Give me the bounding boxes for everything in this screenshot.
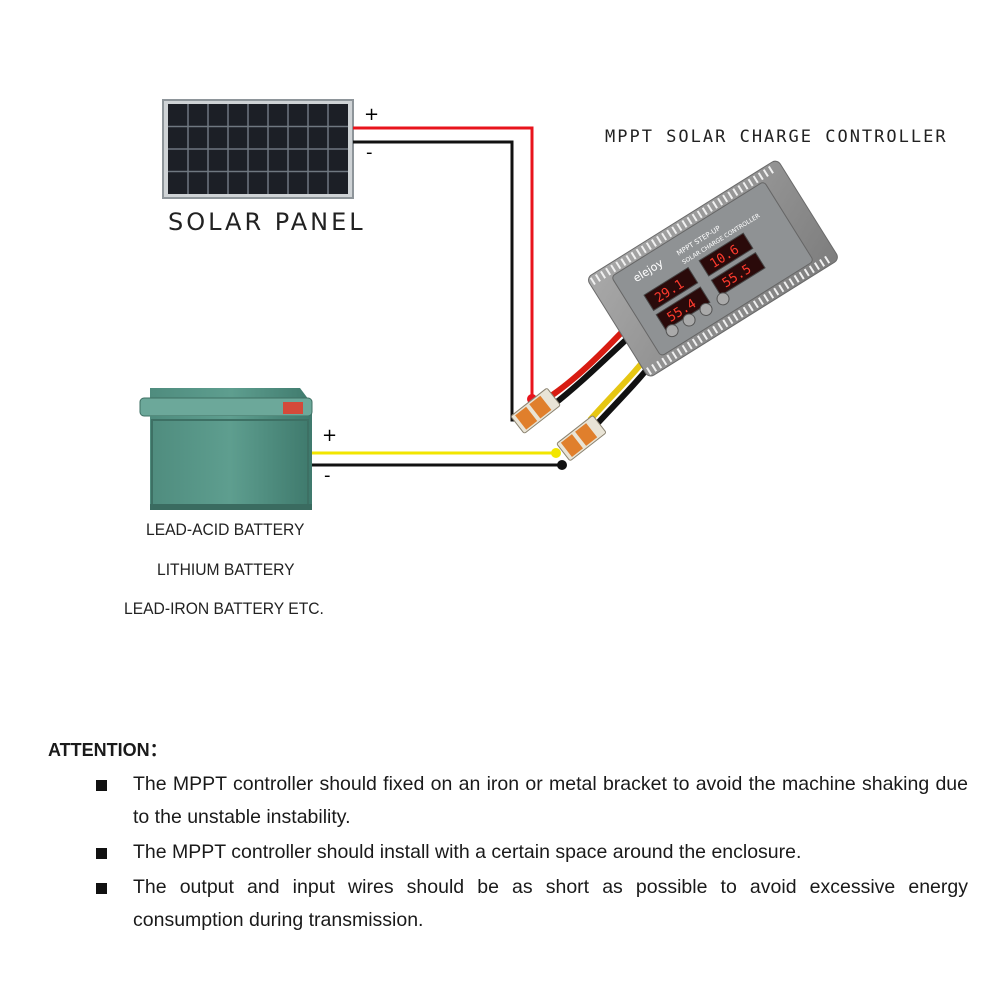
attention-item: The MPPT controller should fixed on an i… [48,768,968,834]
solar-panel [162,99,354,199]
led-display [643,266,699,312]
panel-positive-wire [353,126,534,398]
attention-title: ATTENTION： [48,740,168,760]
square-bullet-icon [96,848,107,859]
battery [139,388,313,510]
panel-negative-wire [353,140,536,422]
attention-section: ATTENTION： The MPPT controller should fi… [48,736,968,939]
battery-type-lead-acid: LEAD-ACID BATTERY [146,520,305,539]
panel-plus-sign: + [364,104,379,125]
connector-2 [556,415,606,461]
battery-type-lithium: LITHIUM BATTERY [157,560,295,579]
mppt-controller: elejoy MPPT STEP-UP SOLAR CHARGE CONTROL… [588,160,838,377]
led-display [698,232,754,277]
attention-item: The MPPT controller should install with … [48,836,968,869]
solar-panel-label: SOLAR PANEL [168,208,366,236]
battery-minus-sign: - [324,465,331,486]
controller-output-black-wire [551,335,631,408]
panel-minus-sign: - [366,142,373,163]
attention-item-text: The output and input wires should be as … [133,876,968,931]
attention-item-text: The MPPT controller should install with … [133,841,802,863]
attention-list: The MPPT controller should fixed on an i… [48,768,968,937]
junction-dot-yellow [551,448,561,458]
controller-label: MPPT SOLAR CHARGE CONTROLLER [605,127,948,147]
junction-dot-black [557,460,567,470]
square-bullet-icon [96,883,107,894]
battery-plus-sign: + [322,425,337,446]
led-display [710,251,766,297]
connector-1 [511,388,561,434]
battery-type-lead-iron: LEAD-IRON BATTERY ETC. [124,599,324,618]
controller-output-red-wire [546,329,625,401]
square-bullet-icon [96,780,107,791]
attention-item: The output and input wires should be as … [48,871,968,937]
attention-item-text: The MPPT controller should fixed on an i… [133,773,968,828]
